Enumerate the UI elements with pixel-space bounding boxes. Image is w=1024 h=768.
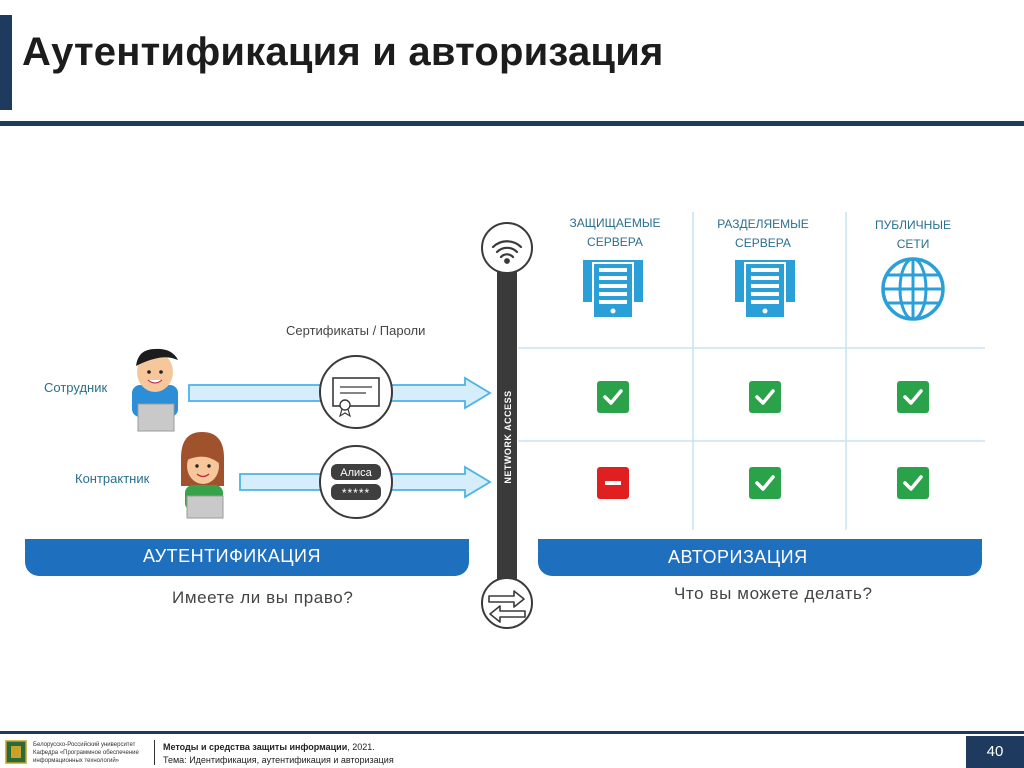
certificate-icon	[319, 355, 393, 429]
credentials-caption: Сертификаты / Пароли	[286, 323, 426, 338]
access-denied-icon	[597, 467, 629, 499]
access-allowed-check-icon	[749, 467, 781, 499]
globe-icon	[881, 257, 945, 321]
footer-divider	[0, 731, 1024, 734]
title-divider	[0, 121, 1024, 126]
auth-band-label: АУТЕНТИФИКАЦИЯ	[143, 546, 321, 566]
footer-separator	[154, 740, 155, 765]
matrix-grid	[518, 212, 985, 530]
footer-organization: Белорусско-Российский университет Кафедр…	[33, 742, 139, 764]
course-topic: Тема: Идентификация, аутентификация и ав…	[163, 755, 394, 765]
login-name: Алиса	[340, 467, 372, 479]
login-credentials-icon: Алиса *****	[319, 445, 393, 519]
auth-band	[25, 539, 469, 576]
network-pillar: NETWORK ACCESS	[481, 222, 533, 629]
title-accent-bar	[0, 15, 12, 110]
footer-course: Методы и средства защиты информации, 202…	[163, 741, 394, 767]
role-contractor: Контрактник	[75, 471, 150, 486]
page-number: 40	[966, 736, 1024, 768]
server-icon	[735, 260, 795, 319]
employee-avatar	[132, 348, 178, 432]
role-employee: Сотрудник	[44, 380, 108, 395]
course-name: Методы и средства защиты информации	[163, 742, 348, 752]
course-year: , 2021.	[347, 742, 375, 752]
authz-band	[538, 539, 982, 576]
authz-question: Что вы можете делать?	[674, 584, 873, 603]
login-password: *****	[342, 486, 370, 500]
contractor-avatar	[181, 432, 224, 519]
slide-title: Аутентификация и авторизация	[22, 30, 664, 74]
transfer-icon	[488, 590, 526, 623]
university-logo	[5, 740, 27, 764]
access-allowed-check-icon	[897, 467, 929, 499]
server-icon	[583, 260, 643, 319]
network-access-label: NETWORK ACCESS	[503, 390, 513, 483]
wifi-icon	[491, 240, 523, 264]
access-allowed-check-icon	[597, 381, 629, 413]
authz-band-label: АВТОРИЗАЦИЯ	[668, 547, 808, 567]
auth-question: Имеете ли вы право?	[172, 588, 354, 607]
access-allowed-check-icon	[749, 381, 781, 413]
access-allowed-check-icon	[897, 381, 929, 413]
